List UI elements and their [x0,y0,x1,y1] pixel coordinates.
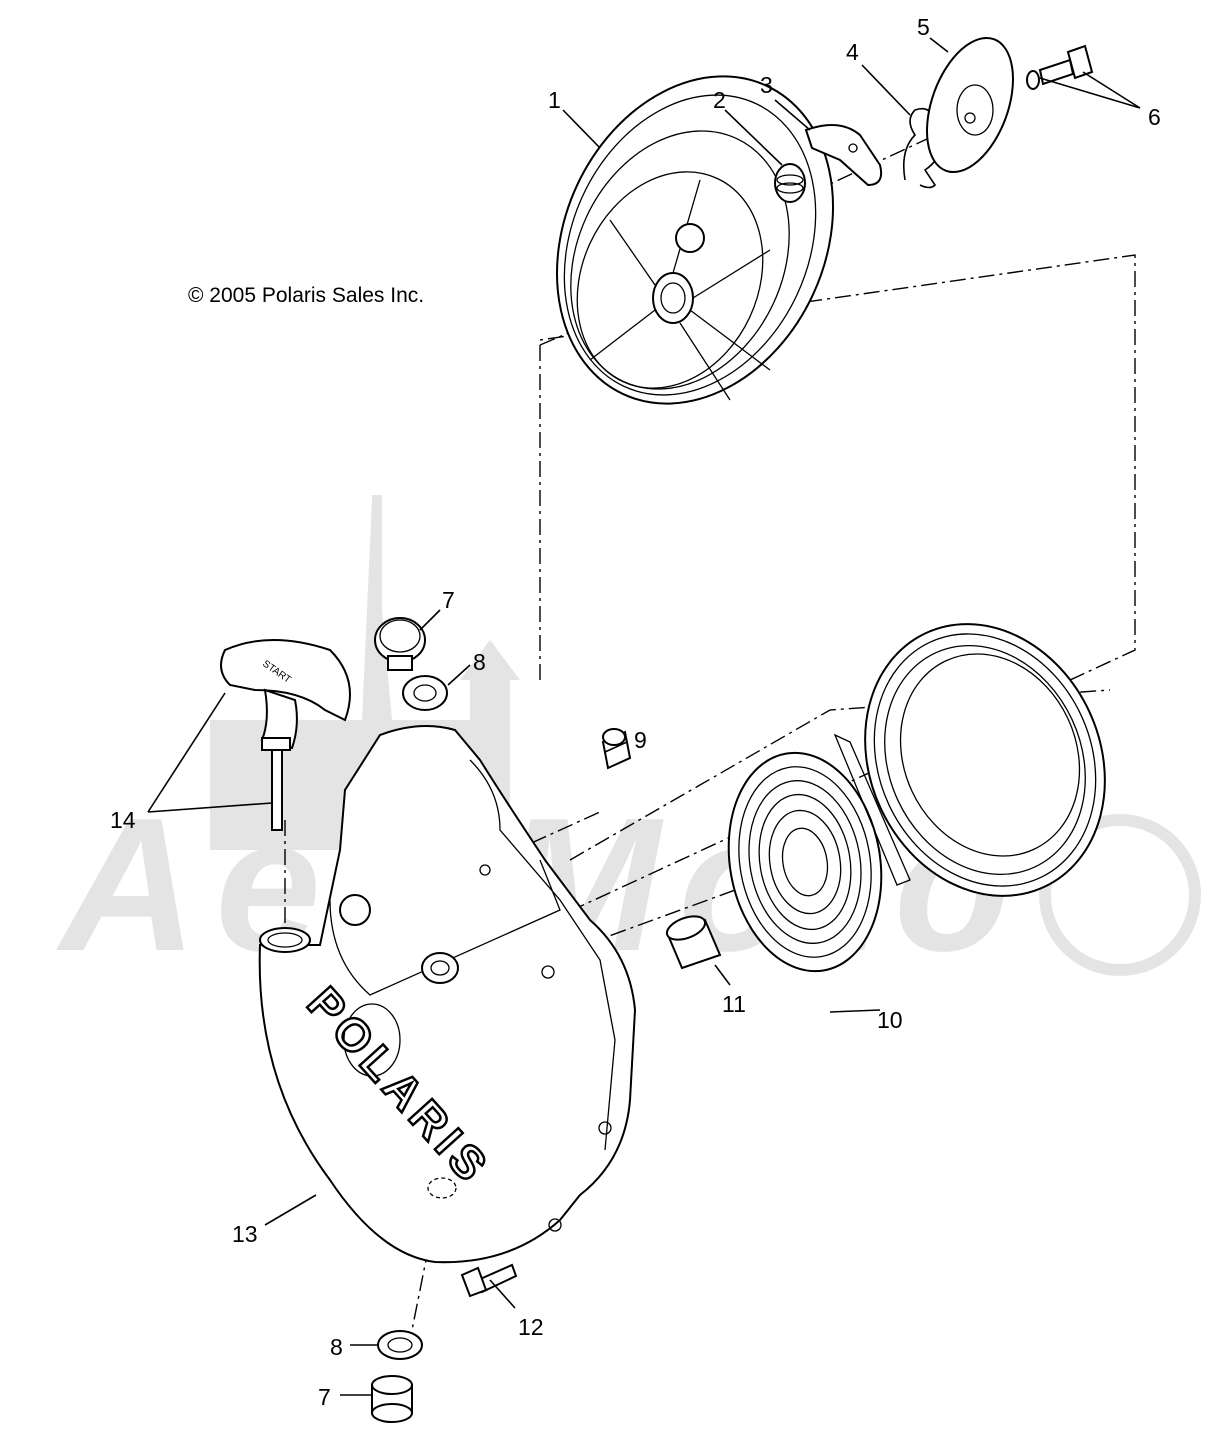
callout-10: 10 [877,1007,903,1033]
plug-top [374,617,426,671]
bolt-washer [1026,44,1094,90]
callout-13: 13 [232,1221,258,1247]
plug-bottom [371,1375,413,1423]
callout-3: 3 [760,72,773,98]
washer-top [402,675,448,711]
callout-11: 11 [722,991,746,1017]
pulley [556,75,834,405]
callout-6: 6 [1148,104,1161,130]
friction-plate [926,36,1014,174]
callout-8-bottom: 8 [330,1334,343,1360]
callout-9: 9 [634,727,647,753]
copyright-notice: © 2005 Polaris Sales Inc. [188,284,424,307]
callout-14: 14 [110,807,136,833]
callouts: 1 2 3 4 5 6 7 8 9 10 11 12 13 14 8 7 [110,14,1161,1410]
callout-7-top: 7 [442,587,455,613]
spring-case [833,623,1106,897]
bolt-12 [460,1263,518,1298]
recoil-housing: POLARIS [258,725,637,1264]
callout-4: 4 [846,39,859,65]
recoil-spring [727,751,883,973]
leader-lines [147,37,1141,1396]
spring [774,163,806,203]
pawl [804,124,883,187]
callout-1: 1 [548,87,561,113]
callout-7-bottom: 7 [318,1384,331,1410]
callout-12: 12 [518,1314,544,1340]
handle-rope: START [220,639,351,831]
callout-2: 2 [713,87,726,113]
callout-8-top: 8 [473,649,486,675]
callout-5: 5 [917,14,930,40]
bushing-11 [665,915,722,970]
washer-bottom [377,1330,423,1360]
bushing-9 [601,728,632,770]
